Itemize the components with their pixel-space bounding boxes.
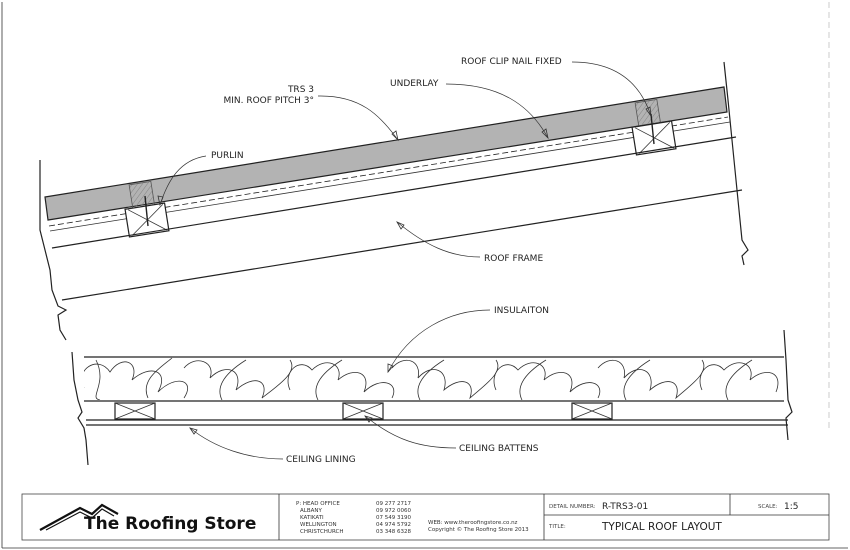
roof-frame-bottom: [61, 189, 743, 301]
detail-number-label: DETAIL NUMBER:: [549, 504, 596, 510]
purlin-right: [631, 98, 677, 156]
ceiling-break-right: [783, 329, 793, 441]
scale-label: SCALE:: [758, 504, 778, 510]
ceiling-batten-2: [342, 402, 384, 420]
office-5-name: CHRISTCHURCH: [300, 529, 343, 535]
detail-number: R-TRS3-01: [602, 502, 648, 512]
drawing-title: TYPICAL ROOF LAYOUT: [601, 521, 722, 533]
title-label: TITLE:: [548, 524, 566, 530]
office-4-name: WELLINGTON: [300, 522, 337, 528]
ceiling-batten-3: [571, 402, 613, 420]
office-1-name: P: HEAD OFFICE: [296, 501, 340, 507]
break-line-left: [39, 160, 68, 341]
title-block: The Roofing Store P: HEAD OFFICE 09 277 …: [21, 493, 830, 541]
roof-assembly: [39, 61, 749, 341]
office-4-phone: 04 974 5792: [376, 522, 411, 528]
ceiling-assembly: [71, 329, 793, 466]
label-roof-pitch: MIN. ROOF PITCH 3°: [223, 96, 314, 106]
office-1-phone: 09 277 2717: [376, 501, 411, 507]
label-trs3: TRS 3: [287, 85, 314, 95]
ceiling-break-left: [71, 351, 89, 466]
label-purlin: PURLIN: [211, 151, 244, 161]
label-roof-frame: ROOF FRAME: [484, 254, 543, 264]
office-2-name: ALBANY: [300, 508, 322, 514]
break-line-right: [723, 61, 749, 266]
scale-value: 1:5: [784, 502, 798, 512]
company-logo: The Roofing Store: [39, 503, 256, 534]
label-ceiling-lining: CEILING LINING: [286, 455, 356, 465]
label-ceiling-battens: CEILING BATTENS: [459, 444, 539, 454]
office-5-phone: 03 348 6328: [376, 529, 411, 535]
label-roof-clip: ROOF CLIP NAIL FIXED: [461, 57, 562, 67]
underlay-line: [48, 116, 729, 227]
purlin-left: [124, 180, 170, 238]
roof-frame-top: [51, 136, 737, 249]
label-insulation: INSULAITON: [494, 306, 549, 316]
office-3-phone: 07 549 3190: [376, 515, 411, 521]
label-underlay: UNDERLAY: [390, 79, 439, 89]
ceiling-batten-1: [114, 402, 156, 420]
insulation-loops: [84, 357, 779, 400]
leader-lines: [157, 61, 652, 460]
company-name: The Roofing Store: [84, 514, 256, 534]
web-address: WEB: www.theroofingstore.co.nz: [428, 520, 518, 526]
copyright: Copyright © The Roofing Store 2013: [428, 526, 529, 533]
office-2-phone: 09 972 0060: [376, 508, 411, 514]
office-3-name: KATIKATI: [300, 515, 324, 521]
roof-cladding: [44, 86, 728, 221]
